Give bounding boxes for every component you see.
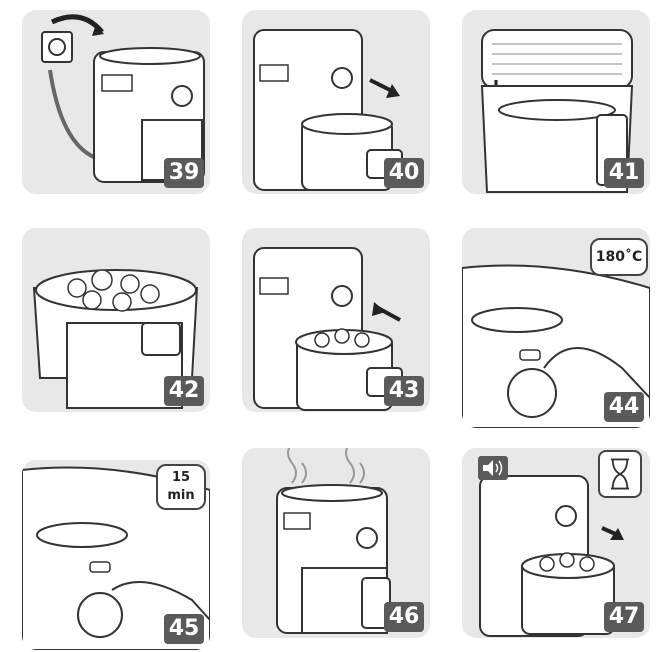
timer-callout-unit: min: [167, 488, 195, 503]
step-40-panel: 40: [242, 10, 430, 194]
cooking-steam-icon: [276, 448, 391, 634]
timer-callout: 15 min: [156, 464, 206, 510]
hourglass-icon: [598, 450, 642, 498]
food-in-basket-icon: [32, 269, 199, 409]
step-number: 39: [164, 158, 204, 188]
remove-basket-beep-icon: [479, 475, 624, 637]
step-number: 41: [604, 158, 644, 188]
step-number: 43: [384, 376, 424, 406]
pull-basket-out-icon: [253, 29, 403, 191]
step-47-panel: 47: [462, 448, 650, 638]
set-temperature-dial-icon: [462, 264, 650, 428]
step-46-panel: 46: [242, 448, 430, 638]
insert-grill-plate-icon: [480, 29, 634, 193]
plug-into-socket-icon: [41, 14, 205, 183]
step-number: 44: [604, 392, 644, 422]
set-timer-dial-icon: [22, 466, 210, 650]
step-number: 45: [164, 614, 204, 644]
speaker-beep-icon: [478, 456, 508, 480]
step-number: 42: [164, 376, 204, 406]
step-42-panel: 42: [22, 228, 210, 412]
step-number: 46: [384, 602, 424, 632]
step-number: 40: [384, 158, 424, 188]
step-number: 47: [604, 602, 644, 632]
step-45-panel: 15 min 45: [22, 460, 210, 650]
step-41-panel: 41: [462, 10, 650, 194]
step-43-panel: 43: [242, 228, 430, 412]
step-44-panel: 180˚C 44: [462, 228, 650, 428]
step-39-panel: 39: [22, 10, 210, 194]
timer-callout-value: 15: [171, 470, 191, 485]
temperature-callout: 180˚C: [590, 238, 648, 276]
